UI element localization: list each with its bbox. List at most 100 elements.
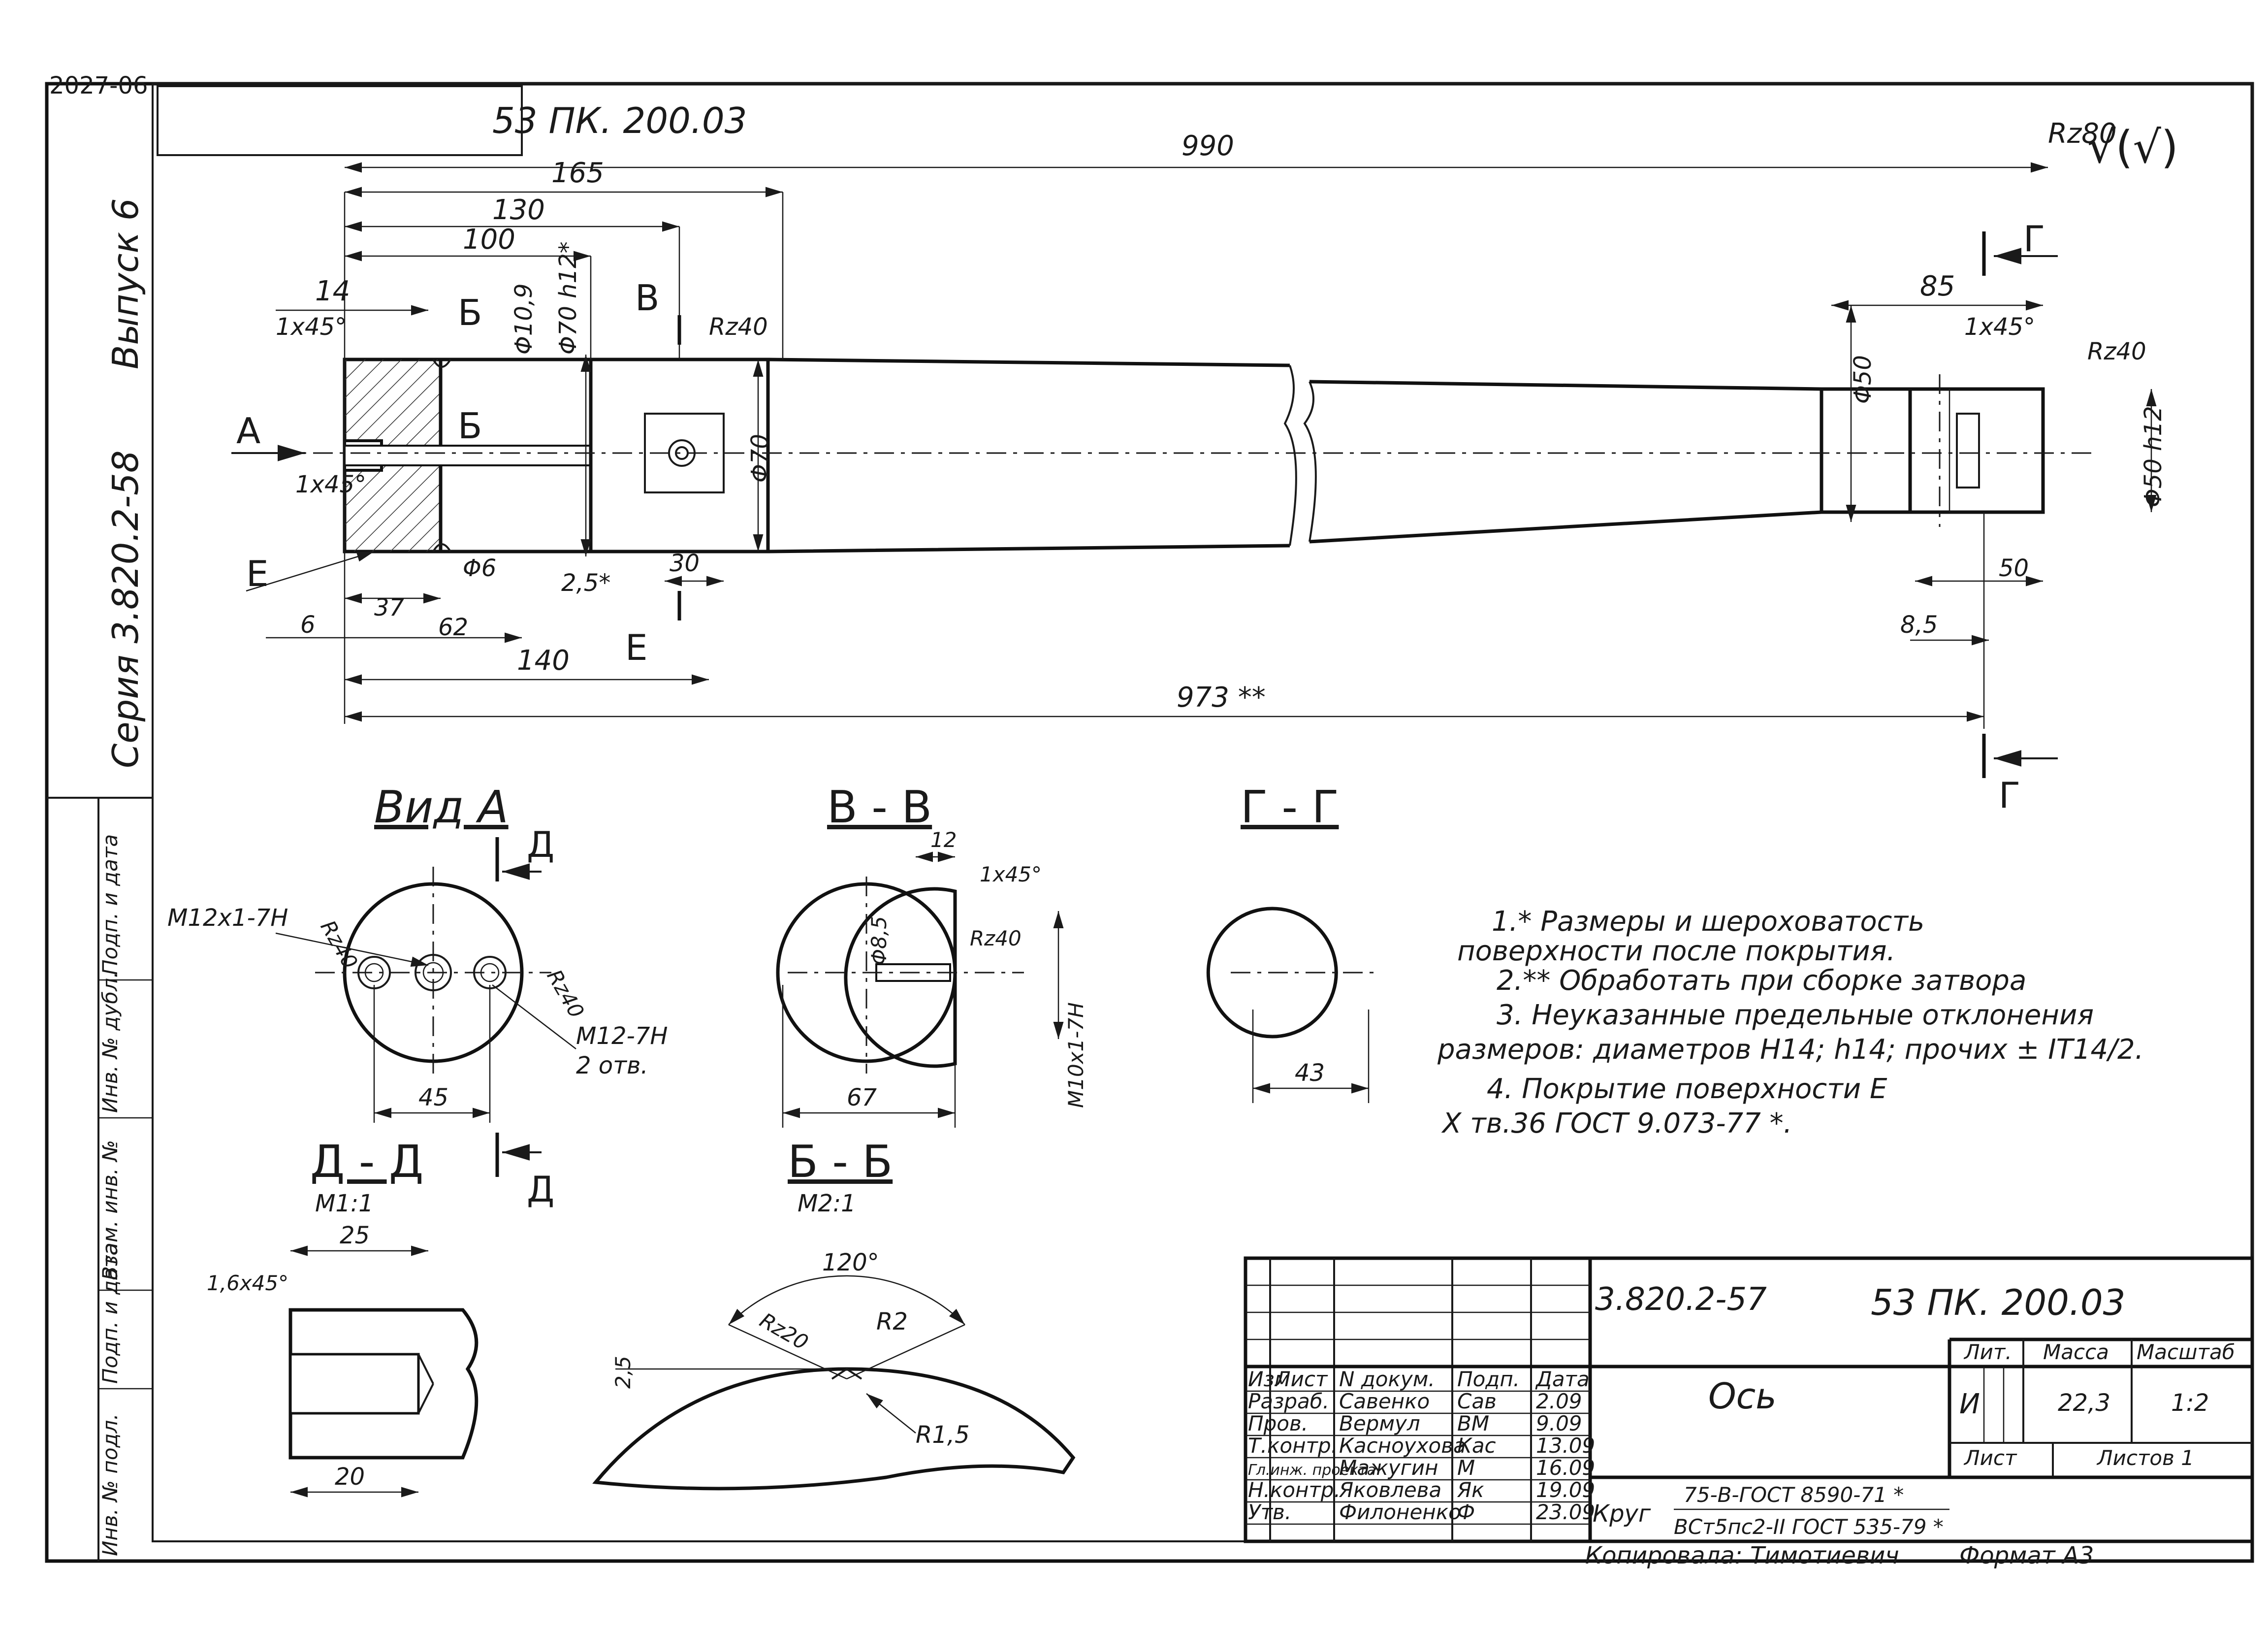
vv-rz: Rz40: [970, 926, 1022, 950]
tb-row-1-role: Разраб.: [1248, 1389, 1329, 1413]
chamfer-1: 1x45°: [276, 313, 347, 341]
tb-mass-value: 22,3: [2058, 1389, 2110, 1417]
side-col-1: Подп. и дата: [98, 834, 122, 975]
tb-row-6-sign: Ф: [1457, 1500, 1475, 1524]
mirrored-stamp: 53 ПК. 200.03: [157, 85, 747, 156]
dia-70: Φ70: [746, 434, 774, 483]
dim-50: 50: [1999, 554, 2029, 582]
note-line-4: 3. Неуказанные предельные отклонения: [1497, 999, 2094, 1031]
tb-row-3-sign: Кас: [1457, 1434, 1496, 1458]
dim-130: 130: [492, 194, 545, 226]
tb-scale-value: 1:2: [2171, 1389, 2209, 1417]
tb-row-5-sign: Як: [1457, 1478, 1484, 1502]
note-line-1: 1.* Размеры и шероховатость: [1492, 906, 1924, 938]
dim-30: 30: [670, 550, 700, 577]
note-line-3: 2.** Обработать при сборке затвора: [1497, 965, 2026, 997]
title-block: 3.820.2-57 53 ПК. 200.03 Изм Лист N доку…: [1244, 1256, 2254, 1543]
roughness-general: Rz80 √(√): [2048, 118, 2178, 173]
letter-e-bottom: Е: [625, 627, 648, 668]
letter-g-top: Г: [2023, 218, 2045, 260]
tb-row-2-role: Пров.: [1248, 1411, 1308, 1435]
tb-row-1-name: Савенко: [1339, 1389, 1430, 1413]
tb-row-6-name: Филоненко: [1339, 1500, 1461, 1524]
corner-code: 2027-06: [49, 72, 148, 99]
tb-series-code: 3.820.2-57: [1595, 1281, 1767, 1318]
tb-row-1-date: 2.09: [1536, 1389, 1582, 1413]
view-a-section-mark-top: Д: [527, 824, 554, 865]
tb-header-doc: N докум.: [1339, 1367, 1435, 1391]
footer-format: Формат А3: [1959, 1542, 2094, 1569]
tb-row-4-date: 16.09: [1536, 1456, 1595, 1480]
tb-row-5-name: Яковлева: [1339, 1478, 1441, 1502]
bb-angle: 120°: [822, 1249, 879, 1276]
dia-50-h12: Φ50 h12: [2140, 406, 2167, 507]
bb-title: Б - Б: [788, 1136, 893, 1188]
rz40-b: Rz40: [2087, 338, 2146, 365]
tb-header-izm: Изм: [1248, 1367, 1290, 1391]
vv-d67: 67: [847, 1084, 877, 1111]
dim-140: 140: [517, 645, 570, 677]
tb-row-6-date: 23.09: [1536, 1500, 1595, 1524]
tb-sheet-label: Лист: [1963, 1446, 2017, 1470]
dim-85: 85: [1920, 270, 1955, 302]
series-label: Серия 3.820.2-58: [105, 450, 146, 768]
letter-g-bottom: Г: [1999, 775, 2020, 816]
tb-row-1-sign: Сав: [1457, 1389, 1497, 1413]
roughness-general-value: Rz80: [2048, 118, 2117, 150]
tb-doc-code: 53 ПК. 200.03: [1871, 1282, 2125, 1323]
tb-material-top: 75-В-ГОСТ 8590-71 *: [1684, 1483, 1904, 1507]
vv-dia85: Φ8,5: [867, 916, 891, 965]
section-vv: В - В 67 12 1x45° Φ8,5 Rz40 M10x1-7H: [776, 782, 1088, 1128]
dia-6: Φ6: [463, 554, 496, 582]
note-line-7: Х тв.36 ГОСТ 9.073-77 *.: [1441, 1108, 1792, 1140]
tb-row-2-sign: ВМ: [1457, 1411, 1489, 1435]
bb-d25: 2,5: [611, 1356, 635, 1389]
tb-row-2-date: 9.09: [1536, 1411, 1582, 1435]
dim-100: 100: [463, 224, 515, 256]
letter-b-2: Б: [458, 405, 482, 447]
tb-row-6-role: Утв.: [1248, 1500, 1291, 1524]
rz40-a: Rz40: [709, 313, 768, 341]
tb-mass-label: Масса: [2043, 1340, 2109, 1364]
section-dd: Д - Д M1:1 25 1,6x45° 20: [207, 1136, 479, 1498]
dim-165: 165: [551, 157, 604, 189]
dim-973: 973 **: [1177, 682, 1266, 714]
note-line-2: поверхности после покрытия.: [1457, 935, 1895, 967]
side-col-4: Подп. и дата: [98, 1243, 122, 1384]
roughness-symbol: √(√): [2087, 122, 2178, 173]
main-dimensions: 990 165 130 100 14 1x45° 1x45° Φ10,9 Φ70…: [266, 130, 2167, 729]
view-a-title: Вид А: [374, 782, 509, 833]
side-col-2: Инв. № дубл.: [98, 972, 122, 1113]
tb-scale-label: Масштаб: [2137, 1340, 2235, 1364]
vv-title: В - В: [827, 782, 932, 833]
tb-lit-value: И: [1959, 1388, 1980, 1420]
section-gg: Г - Г 43: [1206, 782, 1378, 1103]
view-a-holes: 2 отв.: [576, 1052, 648, 1079]
dd-chamfer: 1,6x45°: [207, 1271, 288, 1295]
vv-chamfer: 1x45°: [980, 862, 1042, 886]
tb-part-name: Ось: [1708, 1375, 1777, 1417]
tb-material-bottom: ВСт5пс2-II ГОСТ 535-79 *: [1674, 1515, 1944, 1539]
tb-row-2-name: Вермул: [1339, 1411, 1420, 1435]
gg-d43: 43: [1295, 1059, 1325, 1087]
dim-8-5: 8,5: [1900, 611, 1938, 639]
tb-signature-rows: Разраб. Савенко Сав 2.09 Пров. Вермул ВМ…: [1248, 1389, 1595, 1524]
vv-d12: 12: [930, 828, 957, 852]
section-letters: А Б Б В Г Г Е Е: [231, 218, 2058, 816]
tb-header-list: Лист: [1274, 1367, 1328, 1391]
view-a-thread1: M12x1-7H: [167, 904, 288, 932]
section-bb: Б - Б M2:1 120° Rz20 R2 2,5 R1,5: [592, 1136, 1076, 1491]
tb-lit-label: Лит.: [1963, 1340, 2012, 1364]
main-view: 990 165 130 100 14 1x45° 1x45° Φ10,9 Φ70…: [231, 130, 2167, 816]
side-stamp-columns: Подп. и дата Инв. № дубл. Взам. инв. № П…: [98, 834, 153, 1556]
stamp-text: 53 ПК. 200.03: [492, 100, 747, 141]
letter-a: А: [236, 410, 260, 452]
drawing-frame: [45, 82, 2254, 1563]
dim-37: 37: [374, 594, 405, 621]
letter-b: Б: [458, 292, 482, 333]
dia-70-h12: Φ70 h12*: [554, 241, 582, 355]
bb-r2: R2: [876, 1308, 908, 1336]
view-a-thread2: M12-7H: [576, 1022, 668, 1050]
tb-header-sign: Подп.: [1457, 1367, 1520, 1391]
